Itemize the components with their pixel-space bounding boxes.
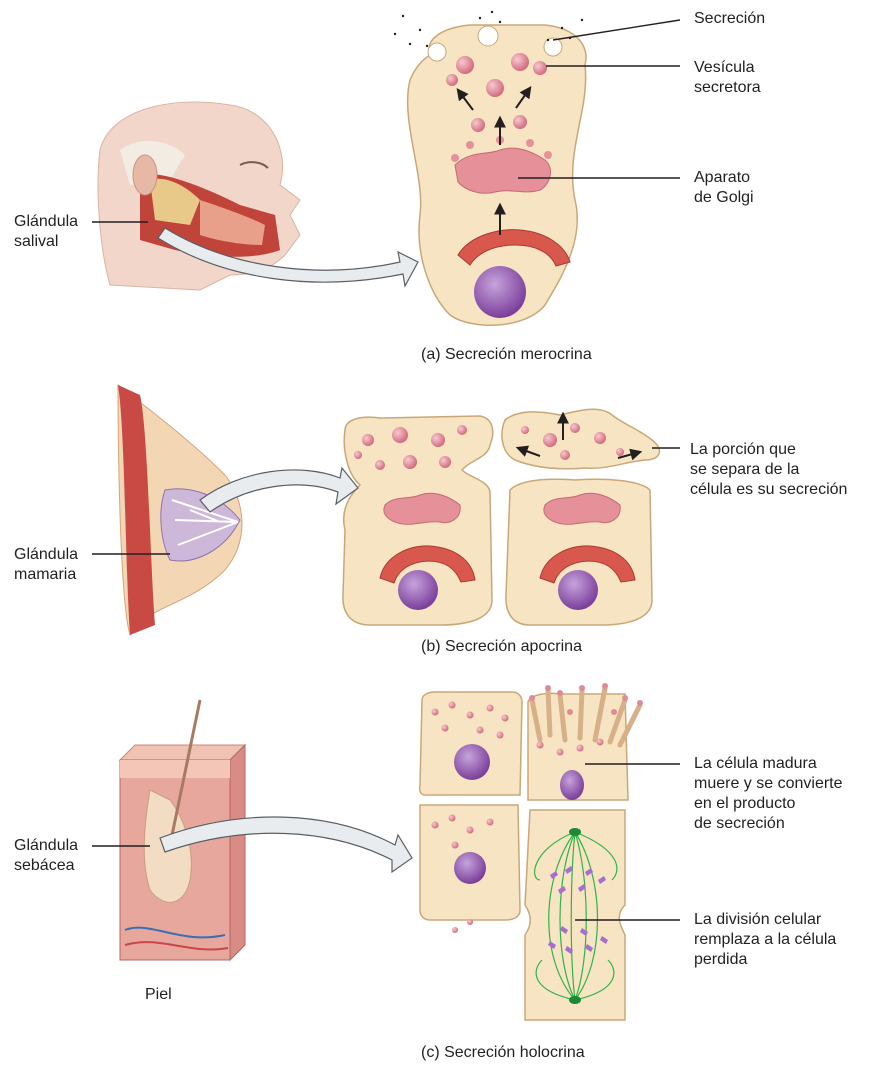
label-cell-division-line2: remplaza a la célula: [694, 930, 836, 950]
merocrine-cell: [408, 25, 586, 325]
label-mature-cell-line4: de secreción: [694, 814, 843, 834]
label-detached-line3: célula es su secreción: [690, 480, 847, 500]
apocrine-cell-detaching: [502, 409, 659, 625]
label-cell-division-line1: La división celular: [694, 910, 836, 930]
caption-holocrine: (c) Secreción holocrina: [421, 1043, 585, 1063]
label-detached-line1: La porción que: [690, 440, 847, 460]
label-sebaceous-gland: Glándula sebácea: [14, 836, 78, 876]
breast-illustration: [118, 385, 242, 635]
label-salivary-gland-line1: Glándula: [14, 212, 78, 232]
label-mature-cell-line1: La célula madura: [694, 754, 843, 774]
label-cell-division-line3: perdida: [694, 950, 836, 970]
label-detached-line2: se separa de la: [690, 460, 847, 480]
label-mature-cell-line3: en el producto: [694, 794, 843, 814]
label-skin: Piel: [145, 985, 172, 1005]
label-cell-division: La división celular remplaza a la célula…: [694, 910, 836, 970]
label-golgi-line1: Aparato: [694, 168, 754, 188]
head-illustration: [98, 102, 300, 290]
label-salivary-gland: Glándula salival: [14, 212, 78, 252]
label-mammary-gland-line1: Glándula: [14, 545, 78, 565]
label-golgi-line2: de Golgi: [694, 188, 754, 208]
label-sebaceous-gland-line2: sebácea: [14, 856, 78, 876]
label-mature-cell: La célula madura muere y se convierte en…: [694, 754, 843, 834]
label-sebaceous-gland-line1: Glándula: [14, 836, 78, 856]
label-mammary-gland-line2: mamaria: [14, 565, 78, 585]
holocrine-cells: [420, 683, 643, 1020]
apocrine-cell-intact: [343, 416, 493, 625]
label-detached-portion: La porción que se separa de la célula es…: [690, 440, 847, 500]
caption-apocrine: (b) Secreción apocrina: [421, 637, 582, 657]
label-golgi-apparatus: Aparato de Golgi: [694, 168, 754, 208]
label-secretory-vesicle-line1: Vesícula: [694, 58, 761, 78]
label-mammary-gland: Glándula mamaria: [14, 545, 78, 585]
label-mature-cell-line2: muere y se convierte: [694, 774, 843, 794]
label-salivary-gland-line2: salival: [14, 232, 78, 252]
label-secretory-vesicle-line2: secretora: [694, 78, 761, 98]
caption-merocrine: (a) Secreción merocrina: [421, 345, 592, 365]
label-secretion: Secreción: [694, 9, 765, 29]
label-secretory-vesicle: Vesícula secretora: [694, 58, 761, 98]
